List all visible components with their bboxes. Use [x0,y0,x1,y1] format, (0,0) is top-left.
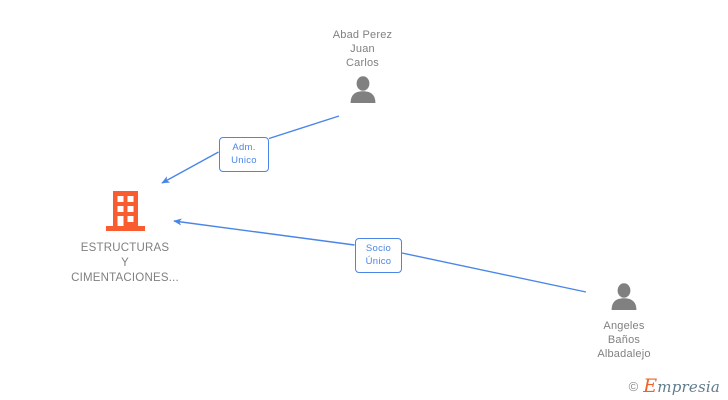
edge-person-bottom-to-socio-label [401,252,587,293]
node-company[interactable]: ESTRUCTURAS Y CIMENTACIONES... [45,190,205,286]
building-icon [45,190,205,237]
edge-socio-label-to-company [173,218,355,246]
relation-label-adm-unico[interactable]: Adm. Unico [219,137,269,172]
node-person-bottom-label: Angeles Baños Albadalejo [597,320,651,360]
empresia-watermark: © Empresia [629,377,720,396]
node-company-label: ESTRUCTURAS Y CIMENTACIONES... [71,242,179,284]
node-person-angeles-banos-albadalejo[interactable]: Angeles Baños Albadalejo [565,283,683,361]
empresia-logo-text: mpresia [657,378,720,396]
person-icon [300,76,425,108]
edge-person-top-to-adm-label [268,115,340,140]
copyright-icon: © [628,379,639,394]
person-icon [565,283,683,315]
empresia-logo-initial: E [643,375,658,397]
relation-label-socio-unico[interactable]: Socio Único [355,238,402,273]
empresia-logo: Empresia [643,377,720,396]
edge-adm-label-to-company [161,151,219,184]
node-person-abad-perez-juan-carlos[interactable]: Abad Perez Juan Carlos [300,28,425,108]
node-person-top-label: Abad Perez Juan Carlos [332,29,393,69]
